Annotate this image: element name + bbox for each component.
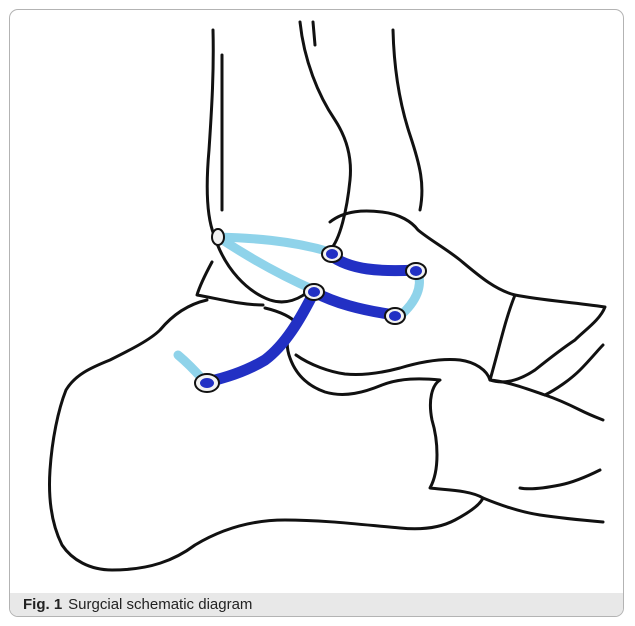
figure-caption: Fig. 1 Surgcial schematic diagram xyxy=(23,596,252,614)
tunnel-fibula xyxy=(212,229,224,245)
graft-middle xyxy=(314,292,395,315)
fibula-inner-2 xyxy=(313,22,315,45)
metatarsal-base-2 xyxy=(520,470,600,489)
cuneiform-2 xyxy=(545,395,603,420)
sinus-line xyxy=(296,355,490,380)
talus-outline xyxy=(330,211,605,382)
graft-upper xyxy=(330,255,416,271)
tibia-outline xyxy=(393,30,422,210)
caption-text: Surgcial schematic diagram xyxy=(68,596,252,613)
calcaneus-top xyxy=(265,308,295,322)
calcaneus-outline xyxy=(50,300,484,570)
metatarsal-base xyxy=(483,498,603,522)
figure-label: Fig. 1 xyxy=(23,596,62,613)
cuneiform-1 xyxy=(545,345,603,395)
